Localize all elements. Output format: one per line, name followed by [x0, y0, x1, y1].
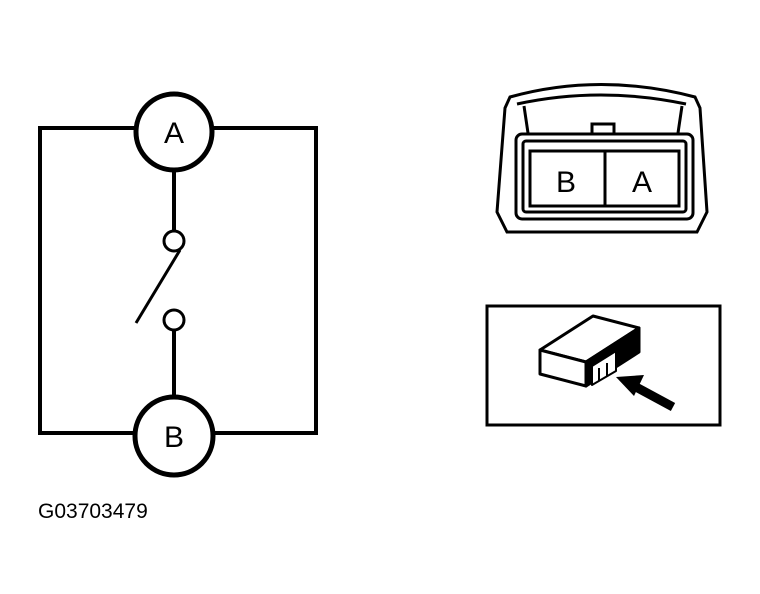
- arrow-shaft: [633, 383, 676, 411]
- switch-upper-contact: [162, 229, 186, 253]
- connector-pin-left-label: B: [556, 166, 576, 199]
- switch-schematic: [38, 126, 318, 435]
- terminal-b-label: B: [164, 421, 184, 454]
- connector-latch-arch: [516, 93, 687, 134]
- switch-lower-contact: [162, 308, 186, 332]
- switch-blade: [134, 249, 182, 324]
- wire-loop: [38, 126, 318, 435]
- terminal-b-circle: [132, 394, 216, 478]
- view-direction-inset: [485, 304, 722, 427]
- connector-pin-right-label: A: [632, 166, 652, 199]
- inset-frame: [485, 304, 722, 427]
- connector-3d-icon: [538, 314, 641, 388]
- arrow-icon: [616, 375, 676, 411]
- arrow-head: [616, 375, 644, 396]
- terminal-b: B: [132, 394, 216, 478]
- connector-housing-inner: [521, 139, 688, 214]
- terminal-a-label: A: [164, 117, 184, 150]
- connector-housing-outer: [514, 132, 695, 221]
- figure-code: G03703479: [38, 500, 148, 523]
- terminal-a: A: [133, 91, 215, 173]
- connector-face: [495, 83, 709, 234]
- connector-body-outline: [495, 83, 709, 234]
- terminal-a-circle: [133, 91, 215, 173]
